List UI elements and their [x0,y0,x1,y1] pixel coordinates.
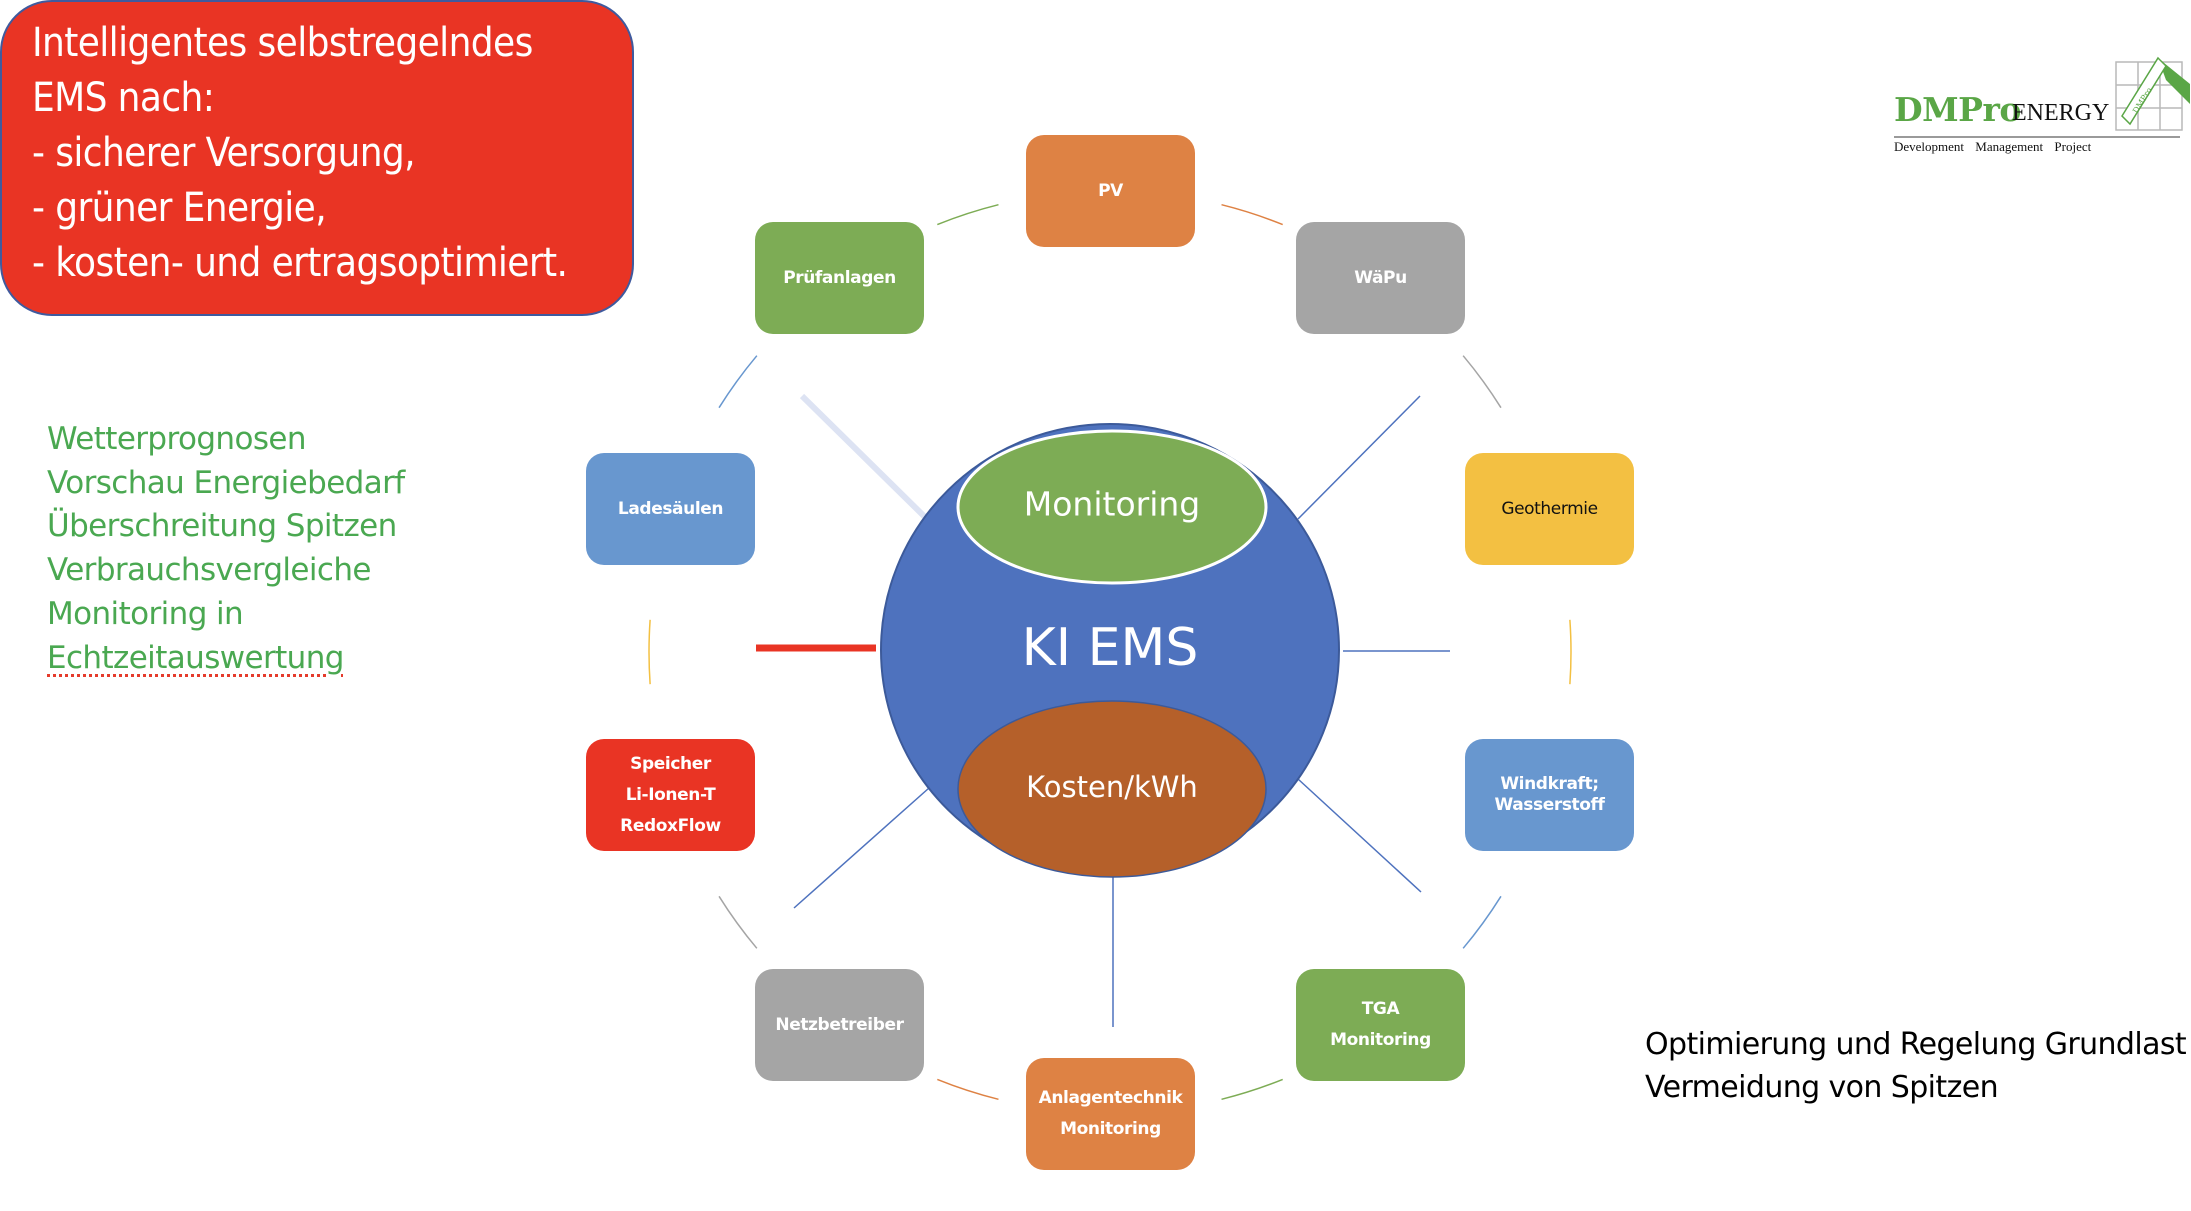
headline-line: EMS nach: [32,75,215,121]
node-label: Monitoring [1060,1119,1161,1139]
node-label: Netzbetreiber [775,1014,904,1035]
node-label: Monitoring [1330,1030,1431,1050]
node-anlagentechnik[interactable]: Anlagentechnik Monitoring [1026,1058,1195,1170]
node-label: PV [1098,180,1123,201]
feature-item: Echtzeitauswertung [47,639,344,676]
dmpro-energy-logo: DMPro DMPro ENERGY Development Managemen… [1890,56,2190,156]
feature-item: Verbrauchsvergleiche [47,552,371,589]
cycle-arc [937,203,999,226]
node-label: RedoxFlow [620,815,721,836]
grundlast-note: Optimierung und Regelung Grundlast Verme… [1645,1023,2187,1109]
monitoring-label: Monitoring [1023,484,1201,524]
node-label: Wasserstoff [1494,795,1605,815]
logo-tagline: Development Management Project [1894,139,2092,154]
node-label: Prüfanlagen [783,267,896,288]
logo-brand-suffix: ENERGY [2012,100,2110,126]
node-windkraft[interactable]: Windkraft; Wasserstoff [1465,739,1634,851]
monitoring-ellipse[interactable] [956,429,1268,585]
node-label: Windkraft; [1500,774,1599,794]
node-label: Geothermie [1501,498,1598,519]
cycle-arc [1221,203,1283,226]
logo-brand: DMPro [1894,90,2021,129]
headline-box: Intelligentes selbstregelndes EMS nach: … [0,0,634,316]
node-label: Li-Ionen-T [625,784,716,805]
spoke-nw-highlight [799,393,933,525]
node-tga[interactable]: TGA Monitoring [1296,969,1465,1081]
note-line: Optimierung und Regelung Grundlast [1645,1027,2187,1062]
feature-item: Monitoring in [47,595,244,632]
cycle-arc [718,355,758,409]
cycle-arc [1462,895,1502,949]
node-netzbetreiber[interactable]: Netzbetreiber [755,969,924,1081]
headline-line: - kosten- und ertragsoptimiert. [32,240,568,286]
node-label: Ladesäulen [617,498,724,519]
feature-item: Wetterprognosen [47,421,307,457]
house-grid-icon: DMPro [2115,56,2190,131]
cycle-arcs [648,203,1572,1101]
node-label: Anlagentechnik [1038,1088,1183,1108]
kosten-label: Kosten/kWh [1026,770,1198,804]
cycle-arc [718,895,758,949]
node-ladesaeulen[interactable]: Ladesäulen [586,453,755,565]
logo-rule [1894,136,2180,138]
kosten-ellipse[interactable] [957,700,1267,878]
node-pruefanlagen[interactable]: Prüfanlagen [755,222,924,334]
headline-line: - grüner Energie, [32,185,327,231]
node-label: Speicher [630,753,711,774]
node-pv[interactable]: PV [1026,135,1195,247]
note-line: Vermeidung von Spitzen [1645,1070,1999,1105]
node-speicher[interactable]: Speicher Li-Ionen-T RedoxFlow [586,739,755,851]
node-label: TGA [1361,999,1400,1019]
node-waepu[interactable]: WäPu [1296,222,1465,334]
spoke-sw [793,787,930,909]
spoke-ne [1297,395,1421,520]
feature-item: Vorschau Energiebedarf [47,464,405,501]
headline-line: Intelligentes selbstregelndes [32,20,533,66]
node-geothermie[interactable]: Geothermie [1465,453,1634,565]
spoke-se [1297,778,1422,893]
cycle-arc [1462,355,1502,409]
feature-list: Wetterprognosen Vorschau Energiebedarf Ü… [47,418,405,680]
cycle-arc [937,1078,999,1101]
ki-ems-label: KI EMS [1021,618,1199,678]
cycle-arc [1221,1078,1283,1101]
headline-line: - sicherer Versorgung, [32,130,416,176]
cycle-arc [1569,619,1572,685]
node-label: WäPu [1354,267,1407,288]
feature-item: Überschreitung Spitzen [47,508,397,545]
cycle-arc [648,619,651,685]
